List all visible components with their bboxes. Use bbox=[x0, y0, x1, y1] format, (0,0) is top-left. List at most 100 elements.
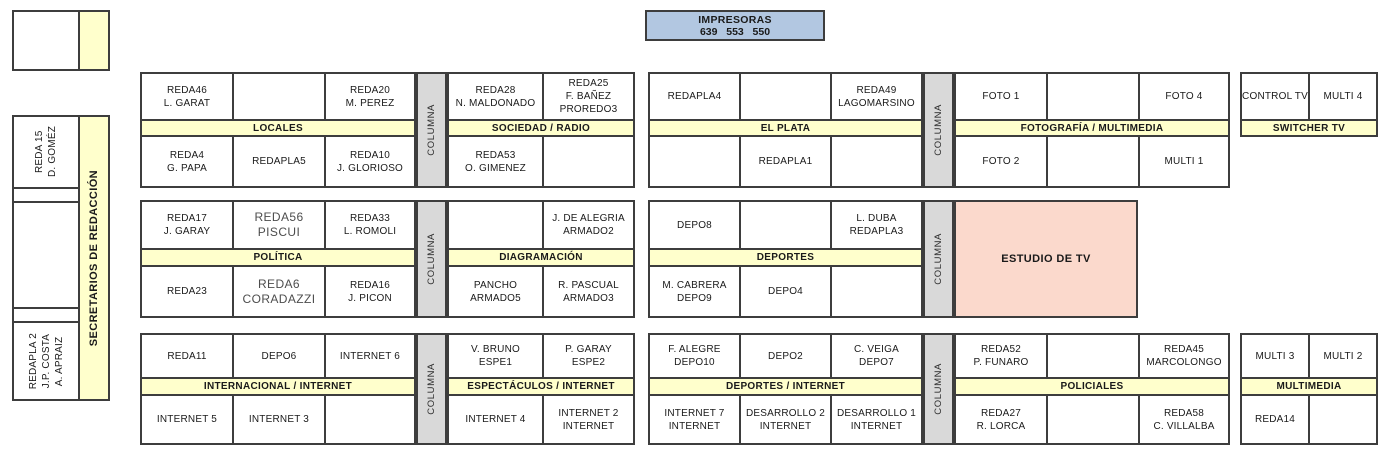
desk-cell-empty bbox=[832, 137, 921, 186]
desk-cell: REDA46 L. GARAT bbox=[142, 74, 232, 119]
section-politica-band: POLÍTICA bbox=[142, 250, 414, 265]
section-fotografia-multimedia-band: FOTOGRAFÍA / MULTIMEDIA bbox=[956, 121, 1228, 135]
secretarios-band-label: SECRETARIOS DE REDACCIÓN bbox=[88, 169, 100, 347]
columna-label: COLUMNA bbox=[933, 233, 944, 285]
impresoras-title: IMPRESORAS bbox=[698, 13, 772, 26]
desk-cell-redapla2: REDAPLA 2 J.P. COSTA A. APRAIZ bbox=[14, 323, 78, 399]
empty-desk-cell bbox=[14, 12, 78, 69]
desk-cell: INTERNET 6 bbox=[326, 335, 414, 377]
desk-cell: REDA17 J. GARAY bbox=[142, 202, 232, 248]
desk-cell: REDA23 bbox=[142, 267, 232, 316]
columna-label: COLUMNA bbox=[933, 363, 944, 415]
section-el-plata-band: EL PLATA bbox=[650, 121, 921, 135]
desk-cell: M. CABRERA DEPO9 bbox=[650, 267, 739, 316]
desk-cell: FOTO 2 bbox=[956, 137, 1046, 186]
columna-strip: COLUMNA bbox=[416, 333, 447, 445]
desk-cell-empty bbox=[1048, 137, 1138, 186]
secretarios-band: SECRETARIOS DE REDACCIÓN bbox=[80, 117, 108, 399]
desk-cell: DESARROLLO 2 INTERNET bbox=[741, 396, 830, 443]
group-elplata-fotografia: REDAPLA4 REDA49 LAGOMARSINO EL PLATA REDAPL… bbox=[648, 72, 1230, 188]
desk-cell-empty bbox=[832, 267, 921, 316]
desk-cell: REDA56 PISCUI bbox=[234, 202, 324, 248]
estudio-de-tv-room: ESTUDIO DE TV bbox=[954, 200, 1138, 318]
columna-label: COLUMNA bbox=[933, 104, 944, 156]
desk-cell: DESARROLLO 1 INTERNET bbox=[832, 396, 921, 443]
yellow-strip-segment bbox=[80, 12, 108, 69]
section-el-plata: REDAPLA4 REDA49 LAGOMARSINO EL PLATA REDAPL… bbox=[648, 72, 923, 188]
columna-label: COLUMNA bbox=[426, 233, 437, 285]
desk-cell: INTERNET 7 INTERNET bbox=[650, 396, 739, 443]
desk-cell: L. DUBA REDAPLA3 bbox=[832, 202, 921, 248]
section-locales: REDA46 L. GARAT REDA20 M. PEREZ LOCALES RED… bbox=[140, 72, 416, 188]
desk-cell: DEPO8 bbox=[650, 202, 739, 248]
desk-cell-empty bbox=[449, 202, 542, 248]
desk-cell-empty bbox=[14, 309, 78, 321]
desk-label: REDA 15 D. GOMÉZ bbox=[34, 126, 58, 178]
desk-cell-empty bbox=[1048, 74, 1138, 119]
desk-cell: REDA16 J. PICON bbox=[326, 267, 414, 316]
columna-strip: COLUMNA bbox=[923, 200, 954, 318]
desk-cell: REDA4 G. PAPA bbox=[142, 137, 232, 186]
desk-cell: DEPO4 bbox=[741, 267, 830, 316]
desk-cell: C. VEIGA DEPO7 bbox=[832, 335, 921, 377]
columna-strip: COLUMNA bbox=[923, 72, 954, 188]
desk-cell: DEPO2 bbox=[741, 335, 830, 377]
desk-cell: P. GARAY ESPE2 bbox=[544, 335, 633, 377]
section-espectaculos-internet-band: ESPECTÁCULOS / INTERNET bbox=[449, 379, 633, 394]
desk-cell: FOTO 1 bbox=[956, 74, 1046, 119]
section-switcher-tv-band: SWITCHER TV bbox=[1242, 121, 1376, 135]
desk-cell-empty bbox=[1048, 335, 1138, 377]
desk-cell-empty bbox=[1310, 396, 1376, 443]
section-policiales-band: POLICIALES bbox=[956, 379, 1228, 394]
columna-strip: COLUMNA bbox=[416, 72, 447, 188]
desk-cell: REDAPLA1 bbox=[741, 137, 830, 186]
desk-cell: REDAPLA4 bbox=[650, 74, 739, 119]
desk-cell: MULTI 3 bbox=[1242, 335, 1308, 377]
desk-cell: REDA28 N. MALDONADO bbox=[449, 74, 542, 119]
desk-cell: REDA49 LAGOMARSINO bbox=[832, 74, 921, 119]
sidebar-desk-column: REDA 15 D. GOMÉZ REDAPLA 2 J.P. COSTA A.… bbox=[14, 117, 78, 399]
desk-cell: REDA6 CORADAZZI bbox=[234, 267, 324, 316]
desk-cell-empty bbox=[1048, 396, 1138, 443]
desk-cell: J. DE ALEGRIA ARMADO2 bbox=[544, 202, 633, 248]
desk-cell: REDA33 L. ROMOLI bbox=[326, 202, 414, 248]
group-locales-sociedad: REDA46 L. GARAT REDA20 M. PEREZ LOCALES RED… bbox=[140, 72, 635, 188]
desk-cell: REDA25 F. BAÑEZ PROREDO3 bbox=[544, 74, 633, 119]
desk-cell: MULTI 2 bbox=[1310, 335, 1376, 377]
desk-cell: INTERNET 2 INTERNET bbox=[544, 396, 633, 443]
desk-cell: CONTROL TV bbox=[1242, 74, 1308, 119]
desk-cell: F. ALEGRE DEPO10 bbox=[650, 335, 739, 377]
desk-cell: INTERNET 4 bbox=[449, 396, 542, 443]
impresoras-numbers: 639 553 550 bbox=[699, 25, 771, 38]
desk-cell: MULTI 4 bbox=[1310, 74, 1376, 119]
desk-cell: REDA52 P. FUNARO bbox=[956, 335, 1046, 377]
section-sociedad-radio-band: SOCIEDAD / RADIO bbox=[449, 121, 633, 135]
desk-cell: REDA20 M. PEREZ bbox=[326, 74, 414, 119]
desk-cell: REDA11 bbox=[142, 335, 232, 377]
desk-cell: MULTI 1 bbox=[1140, 137, 1228, 186]
columna-label: COLUMNA bbox=[426, 104, 437, 156]
desk-cell: REDAPLA5 bbox=[234, 137, 324, 186]
columna-label: COLUMNA bbox=[426, 363, 437, 415]
desk-cell-empty bbox=[14, 189, 78, 201]
columna-strip: COLUMNA bbox=[416, 200, 447, 318]
section-internacional-internet-band: INTERNACIONAL / INTERNET bbox=[142, 379, 414, 394]
desk-cell: REDA14 bbox=[1242, 396, 1308, 443]
desk-cell-empty bbox=[741, 202, 830, 248]
topleft-empty-box bbox=[12, 10, 110, 71]
columna-strip: COLUMNA bbox=[923, 333, 954, 445]
section-locales-band: LOCALES bbox=[142, 121, 414, 135]
